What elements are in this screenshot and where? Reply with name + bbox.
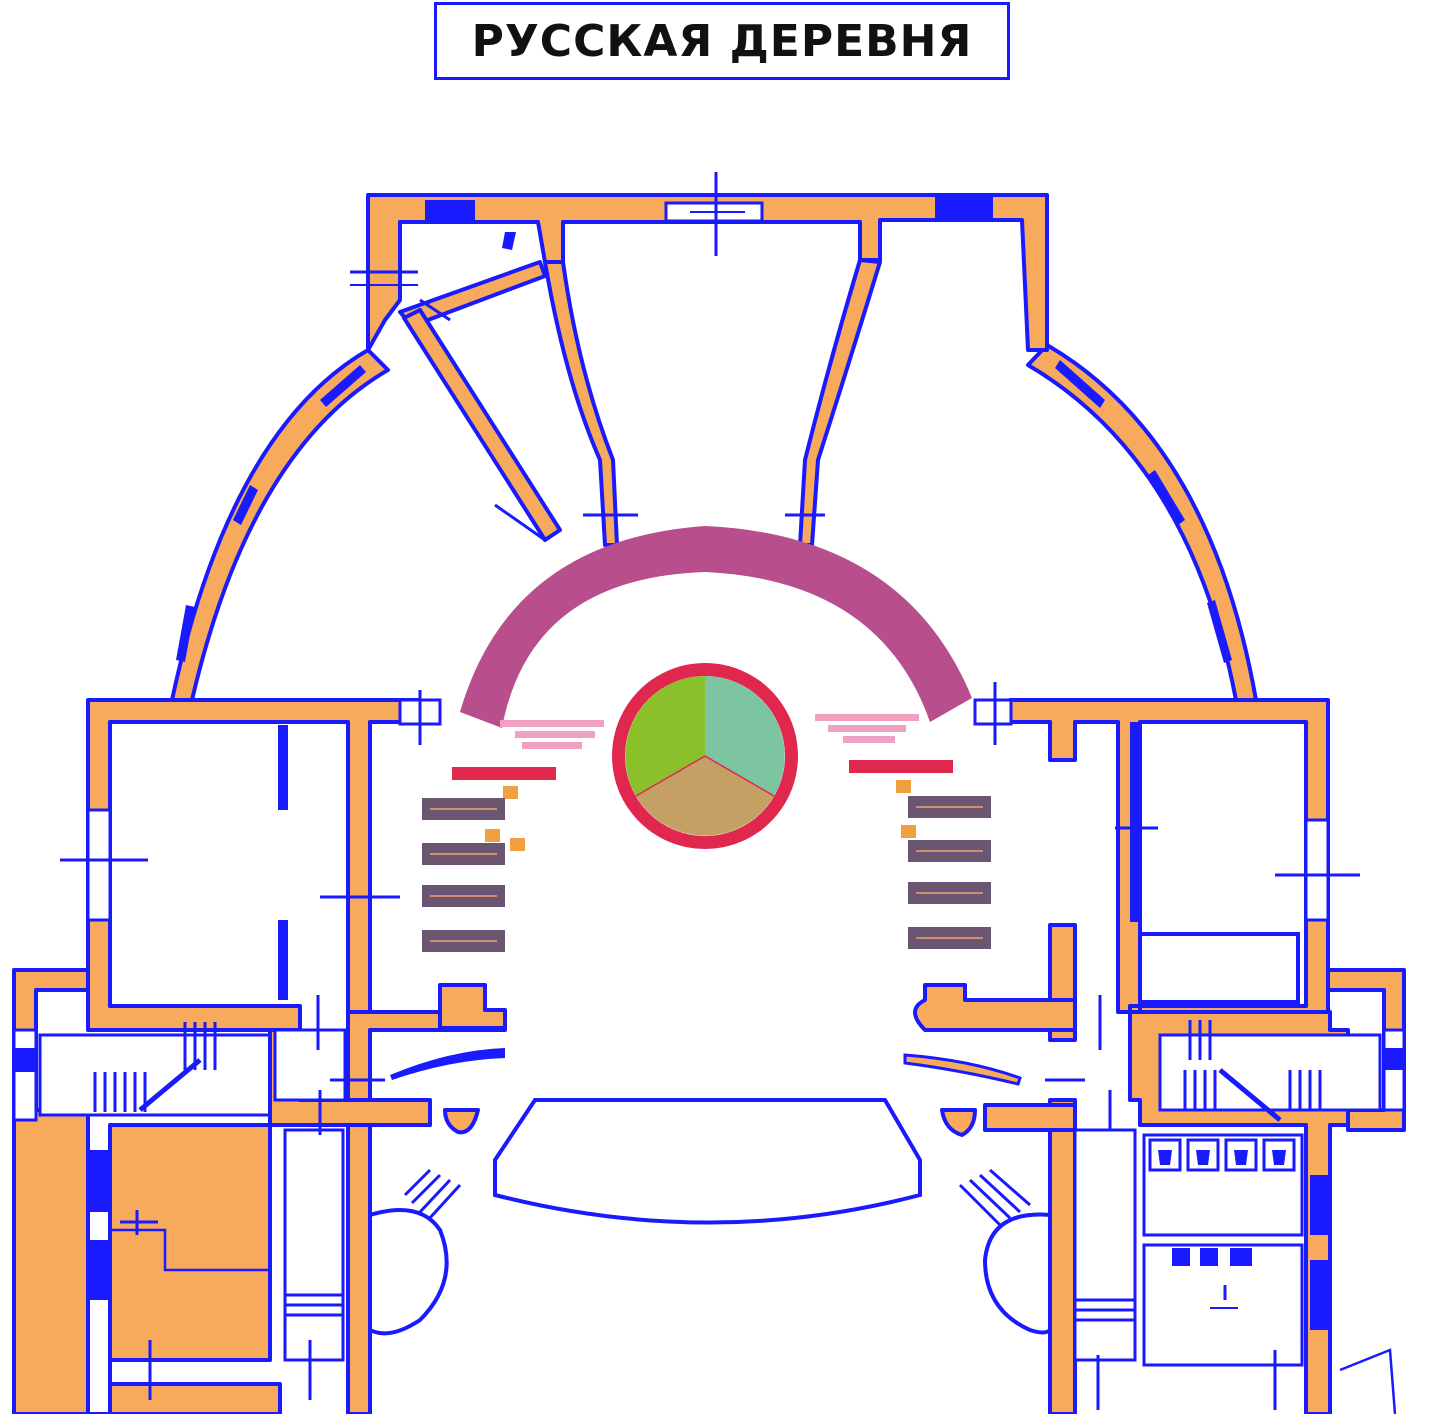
right-entry-steps	[958, 1168, 1031, 1227]
red-bar-left	[452, 767, 556, 780]
lower-right-section	[913, 968, 1406, 1414]
small-blocks	[485, 780, 916, 851]
left-entry-steps	[403, 1168, 462, 1222]
steps-right	[815, 714, 919, 743]
left-rounded-alcove	[369, 1208, 449, 1336]
bench	[422, 843, 505, 865]
benches-left	[422, 798, 505, 952]
map-title: РУССКАЯ ДЕРЕВНЯ	[471, 15, 973, 67]
map-title-box: РУССКАЯ ДЕРЕВНЯ	[434, 2, 1010, 80]
top-wall	[366, 172, 1049, 352]
bench	[422, 798, 505, 820]
audience-platform	[493, 1098, 922, 1225]
round-table	[612, 663, 798, 849]
central-lower-features	[369, 1048, 1052, 1336]
stairs-left	[93, 1022, 217, 1112]
restroom-block	[1142, 1133, 1304, 1367]
bench	[422, 930, 505, 952]
red-bar-right	[849, 760, 953, 773]
right-rounded-alcove	[982, 1212, 1052, 1335]
right-wing-walls	[973, 682, 1360, 1042]
bench	[908, 882, 991, 904]
lower-left-section	[12, 968, 507, 1414]
outer-arc-wall-left	[170, 348, 390, 702]
outer-arc-wall-right	[1026, 343, 1258, 702]
bench	[908, 796, 991, 818]
bench	[908, 927, 991, 949]
left-wing-walls	[60, 690, 442, 1032]
benches-right	[908, 796, 991, 949]
steps-left	[500, 720, 604, 749]
bench	[908, 840, 991, 862]
bench	[422, 885, 505, 907]
inner-divider-walls	[350, 232, 882, 547]
stage-arc	[460, 526, 972, 728]
stairs-right	[1183, 1020, 1322, 1122]
